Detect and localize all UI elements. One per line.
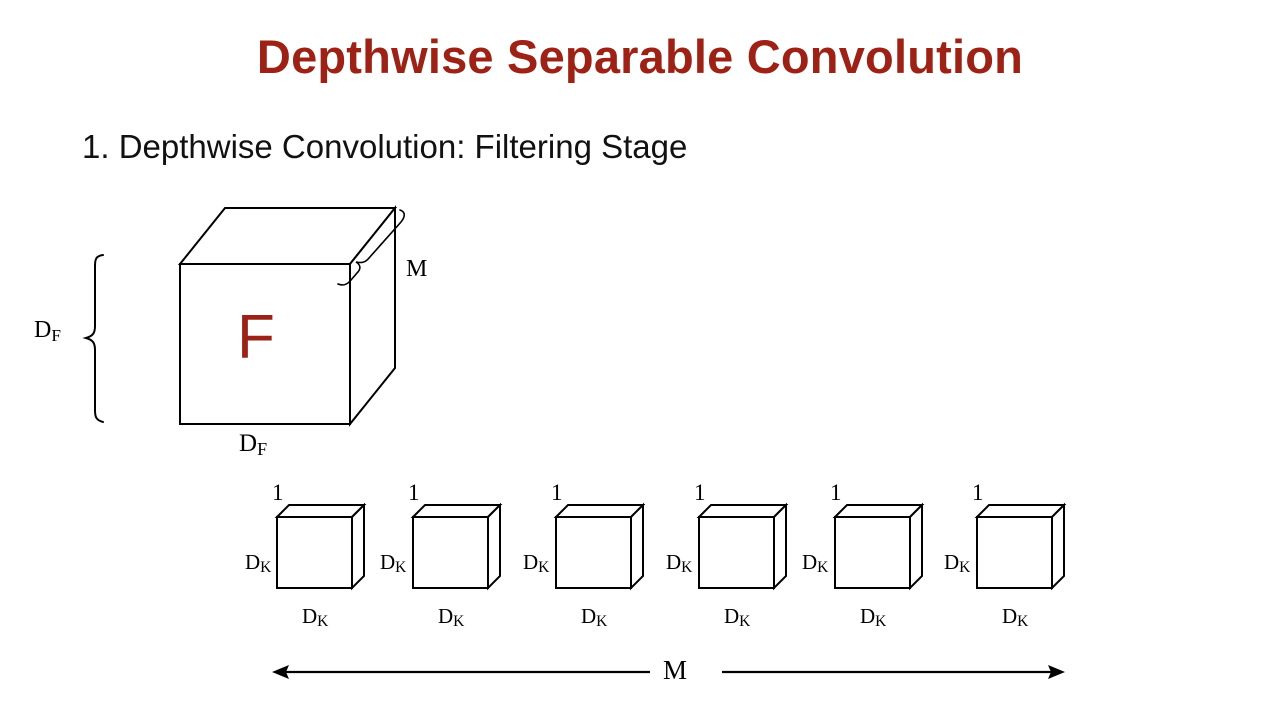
kernel-bottom-label-subscript: K <box>739 613 751 631</box>
kernel-side-label: DK <box>523 552 549 576</box>
kernel-bottom-label-base: D <box>1002 604 1018 628</box>
kernel-side-label-base: D <box>380 550 396 574</box>
kernel-side-label: DK <box>944 552 970 576</box>
input-volume-depth-label: M <box>406 256 428 282</box>
kernel-side-label-subscript: K <box>817 559 829 577</box>
section-heading: 1. Depthwise Convolution: Filtering Stag… <box>82 128 688 165</box>
kernel-count-arrow <box>272 665 1065 679</box>
kernel-side-label-subscript: K <box>538 559 550 577</box>
depth-brace <box>337 209 406 286</box>
kernel-bottom-label: DK <box>438 606 464 630</box>
kernel-side-label: DK <box>245 552 271 576</box>
kernel-side-label: DK <box>802 552 828 576</box>
kernel-bottom-label: DK <box>302 606 328 630</box>
kernel-depth-label: 1 <box>972 480 984 505</box>
kernel-bottom-label-subscript: K <box>596 613 608 631</box>
kernel-cube <box>410 502 503 591</box>
kernel-side-label-subscript: K <box>959 559 971 577</box>
kernel-depth-label: 1 <box>272 480 284 505</box>
kernel-bottom-label: DK <box>581 606 607 630</box>
kernel-depth-label: 1 <box>694 480 706 505</box>
kernel-side-label-base: D <box>523 550 539 574</box>
kernel-bottom-label: DK <box>724 606 750 630</box>
kernel-side-label-subscript: K <box>681 559 693 577</box>
kernel-bottom-label-subscript: K <box>317 613 329 631</box>
kernel-count-arrow-label: M <box>663 655 688 685</box>
height-brace <box>82 254 104 423</box>
kernel-side-label-base: D <box>666 550 682 574</box>
cube-front-face <box>179 263 351 425</box>
kernel-side-label: DK <box>666 552 692 576</box>
kernel-cube <box>832 502 925 591</box>
kernel-side-label-base: D <box>245 550 261 574</box>
kernel-bottom-label-subscript: K <box>453 613 465 631</box>
kernel-bottom-label-base: D <box>860 604 876 628</box>
kernel-depth-label: 1 <box>551 480 563 505</box>
width-label-subscript: F <box>257 438 268 459</box>
kernel-cube <box>696 502 789 591</box>
kernel-side-label-base: D <box>802 550 818 574</box>
kernel-bottom-label-base: D <box>302 604 318 628</box>
input-volume-cube <box>177 205 398 427</box>
kernel-bottom-label-base: D <box>581 604 597 628</box>
input-volume-height-label: DF <box>34 318 61 344</box>
kernel-bottom-label-base: D <box>438 604 454 628</box>
kernel-cube <box>274 502 367 591</box>
kernel-cube <box>553 502 646 591</box>
kernel-depth-label: 1 <box>408 480 420 505</box>
kernel-cube <box>974 502 1067 591</box>
kernel-bottom-label-base: D <box>724 604 740 628</box>
kernel-bottom-label-subscript: K <box>875 613 887 631</box>
kernel-bottom-label: DK <box>860 606 886 630</box>
width-label-base: D <box>239 430 258 457</box>
kernel-depth-label: 1 <box>830 480 842 505</box>
kernel-cubes-group <box>274 502 1067 591</box>
kernel-bottom-label-subscript: K <box>1017 613 1029 631</box>
kernel-side-label-base: D <box>944 550 960 574</box>
input-volume-face-letter: F <box>237 303 275 372</box>
input-volume-width-label: DF <box>239 431 267 458</box>
kernel-bottom-label: DK <box>1002 606 1028 630</box>
kernel-side-label: DK <box>380 552 406 576</box>
kernel-side-label-subscript: K <box>395 559 407 577</box>
page-title: Depthwise Separable Convolution <box>256 30 1024 83</box>
kernel-side-label-subscript: K <box>260 559 272 577</box>
height-label-subscript: F <box>51 325 61 345</box>
height-label-base: D <box>34 317 52 343</box>
